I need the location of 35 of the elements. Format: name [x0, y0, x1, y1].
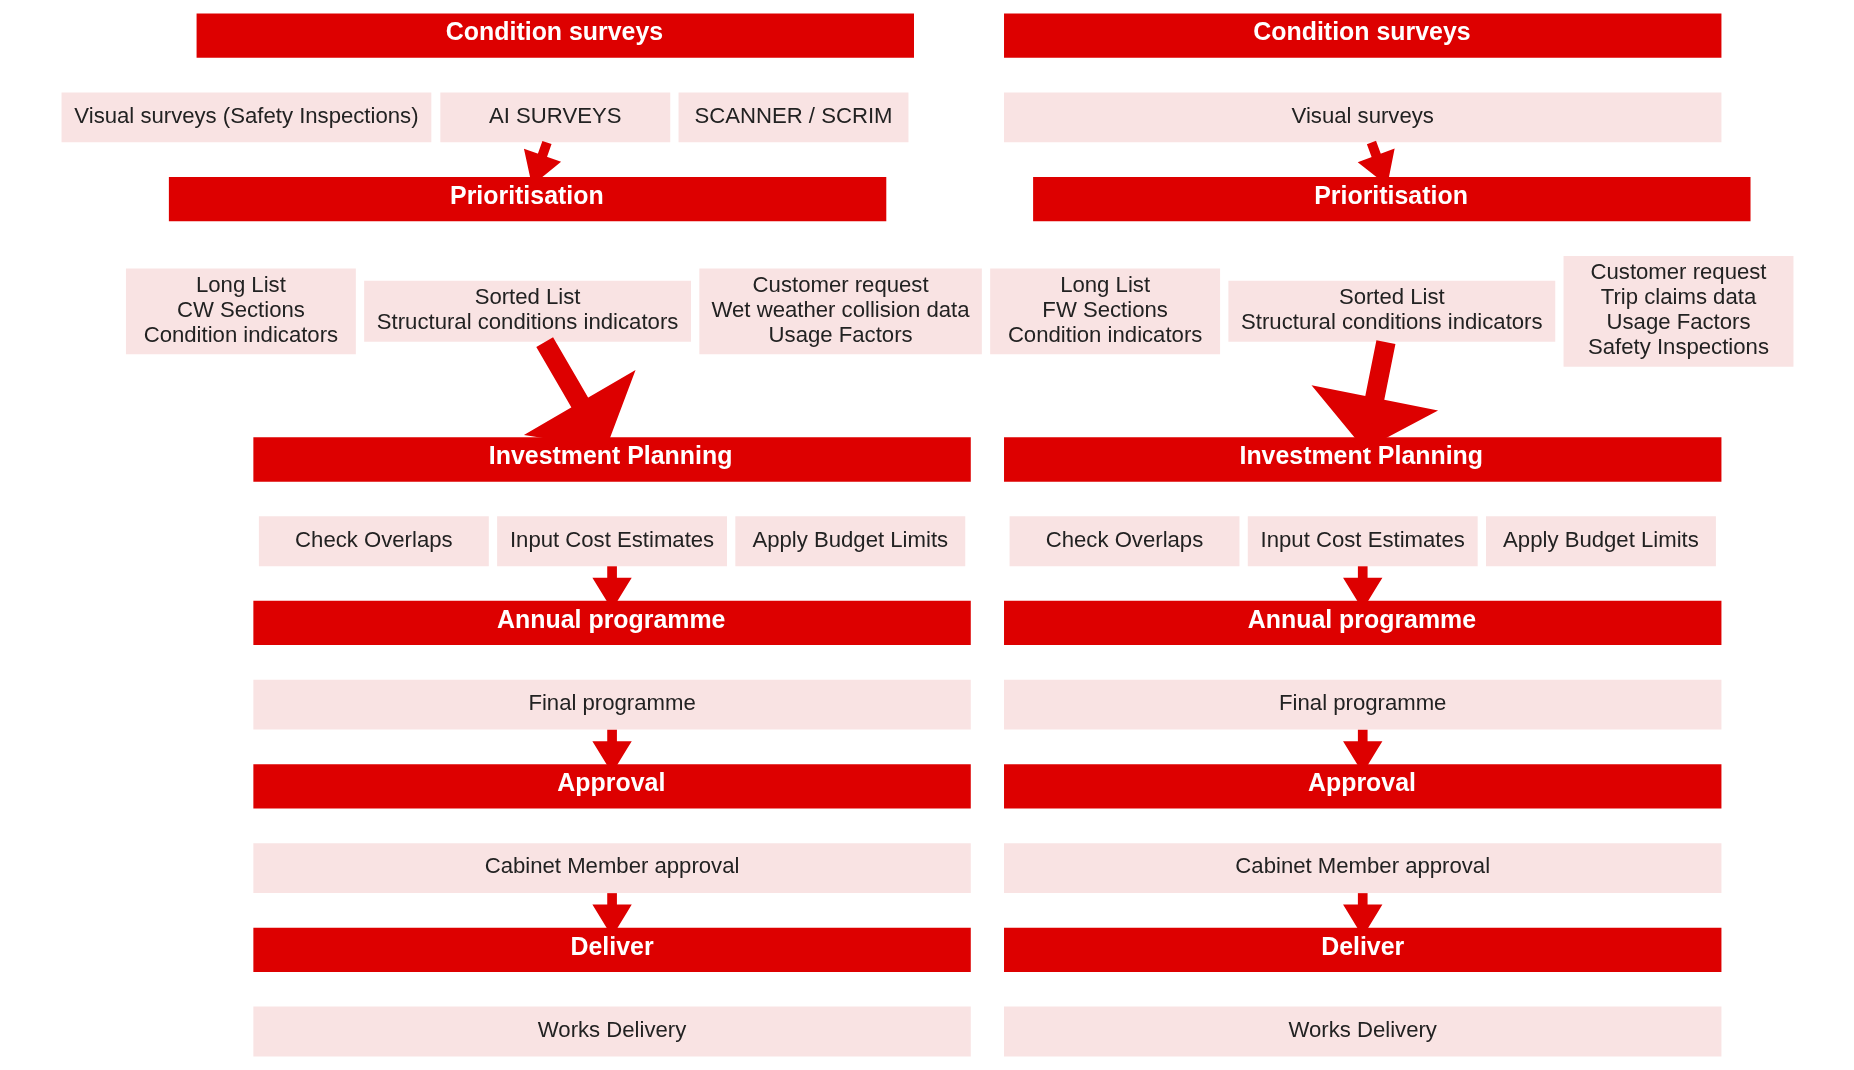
node-box: Investment Planning [252, 437, 971, 482]
node-box: Final programme [252, 679, 971, 730]
node-box: AI SURVEYS [439, 92, 670, 143]
node-box: Sorted List Structural conditions indicators [1227, 280, 1555, 342]
node-box: Prioritisation [1032, 177, 1751, 222]
node-box: Works Delivery [1003, 1006, 1721, 1057]
node-box: Approval [1003, 764, 1721, 809]
node-box: Deliver [252, 927, 971, 972]
node-box: Annual programme [1003, 600, 1721, 646]
node-box: Prioritisation [168, 177, 886, 222]
node-box: Visual surveys [1003, 92, 1721, 143]
node-box: Customer request Trip claims data Usage Factors Safety Inspections [1563, 255, 1793, 367]
node-box: Works Delivery [252, 1006, 971, 1057]
node-box: Cabinet Member approval [1003, 843, 1721, 893]
node-box: Check Overlaps [1009, 516, 1239, 567]
node-box: Customer request Wet weather collision data Usage Factors [698, 268, 982, 355]
node-box: Investment Planning [1003, 437, 1721, 482]
node-box: Annual programme [252, 600, 971, 646]
node-box: Input Cost Estimates [496, 516, 727, 567]
node-box: SCANNER / SCRIM [678, 92, 908, 143]
node-box: Condition surveys [196, 13, 914, 58]
node-box: Approval [252, 764, 971, 809]
node-box: Check Overlaps [258, 516, 489, 567]
node-box: Deliver [1003, 927, 1721, 972]
node-box: Input Cost Estimates [1247, 516, 1478, 567]
node-box: Apply Budget Limits [734, 516, 965, 567]
node-box: Long List FW Sections Condition indicators [989, 268, 1220, 355]
node-box: Visual surveys (Safety Inspections) [61, 92, 431, 143]
node-box: Long List CW Sections Condition indicators [125, 268, 356, 355]
node-box: Final programme [1003, 679, 1721, 730]
node-box: Condition surveys [1003, 13, 1721, 58]
node-box: Cabinet Member approval [252, 843, 971, 893]
arrow [1311, 340, 1438, 450]
node-box: Apply Budget Limits [1485, 516, 1716, 567]
node-box: Sorted List Structural conditions indicators [363, 280, 691, 342]
